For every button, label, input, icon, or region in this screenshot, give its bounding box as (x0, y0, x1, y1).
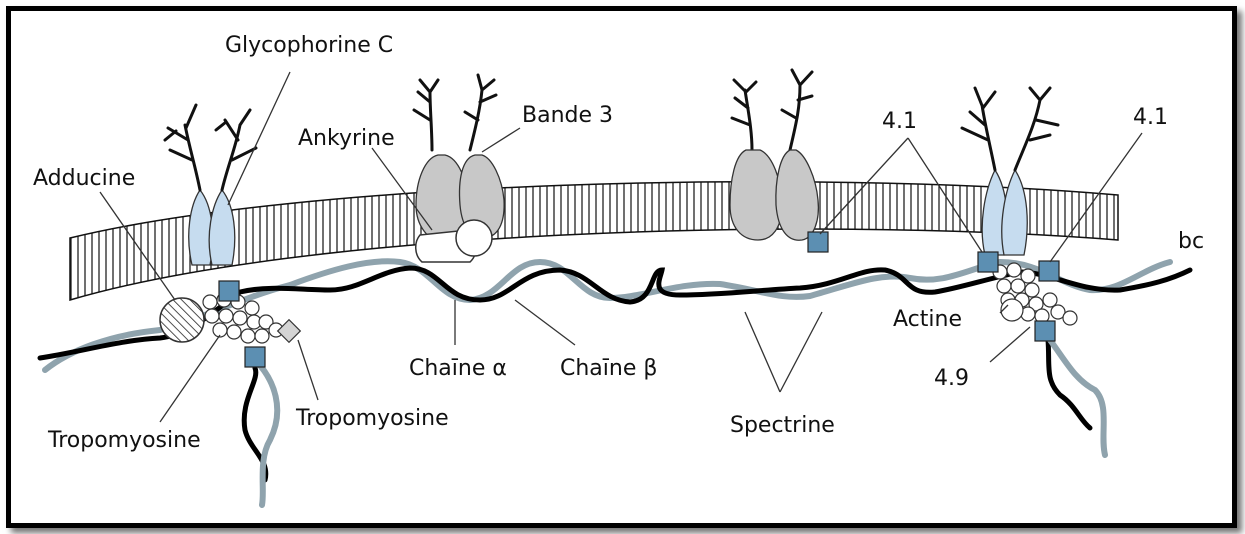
protein-4-1-right-upper (978, 252, 998, 272)
spectrin-tail-left-beta (255, 360, 277, 505)
glycophorin-c-left-a (189, 190, 213, 265)
adducin (160, 298, 204, 342)
protein-4-1-middle (808, 232, 828, 252)
label-ankyrine: Ankyrine (298, 126, 395, 151)
protein-4-1-left-lower (245, 347, 265, 367)
label-bande-3: Bande 3 (522, 103, 613, 128)
protein-4-1-right-lower (1035, 321, 1055, 341)
label-bc: bc (1178, 229, 1204, 254)
label-adducine: Adducine (33, 166, 135, 191)
label-chaine-beta: Chaīne β (560, 356, 657, 381)
glycophorin-c-left-b (209, 190, 235, 265)
label-4-1-right: 4.1 (1133, 105, 1168, 130)
label-actine: Actine (893, 307, 962, 332)
protein-4-1-left (219, 281, 239, 301)
tropomyosin-marker (278, 320, 301, 343)
label-chaine-alpha: Chaīne α (409, 356, 507, 381)
spectrin-tail-right-beta (1050, 340, 1105, 455)
label-4-1-left: 4.1 (882, 109, 917, 134)
label-spectrine: Spectrine (730, 413, 835, 438)
protein-4-1-right-side (1039, 261, 1059, 281)
actin-junction-left (203, 293, 283, 343)
label-4-9: 4.9 (934, 366, 969, 391)
label-glycophorine-c: Glycophorine C (225, 33, 393, 58)
label-tropomyosine-left: Tropomyosine (47, 428, 201, 453)
band-3-right (730, 150, 818, 240)
label-tropomyosine-right: Tropomyosine (295, 406, 449, 431)
glycophorin-c-right-b (1002, 170, 1027, 255)
